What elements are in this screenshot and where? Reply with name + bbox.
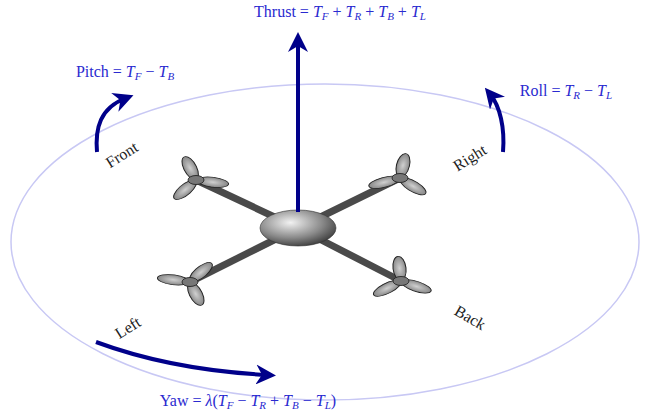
- direction-label: Left: [112, 314, 143, 342]
- yaw-arrow: [96, 342, 268, 375]
- frame: [156, 153, 433, 307]
- pitch-formula: Pitch = TF − TB: [76, 64, 174, 82]
- rotor-hub: [188, 176, 204, 185]
- rotor-hub: [393, 277, 409, 286]
- propeller: [370, 256, 433, 299]
- propeller: [170, 155, 230, 202]
- thrust-formula: Thrust = TF + TR + TB + TL: [254, 4, 426, 22]
- rotor-hub: [392, 174, 408, 183]
- body: [260, 210, 336, 246]
- direction-label: Back: [452, 303, 488, 333]
- rotation-plane: [11, 84, 639, 400]
- yaw-formula: Yaw = λ(TF − TR + TB − TL): [160, 393, 336, 411]
- roll-arrow: [490, 94, 503, 152]
- roll-formula: Roll = TR − TL: [520, 83, 612, 101]
- propeller: [156, 260, 216, 307]
- thrust-arrow: [296, 40, 300, 212]
- direction-label: Front: [103, 139, 141, 171]
- rotor-hub: [182, 278, 198, 287]
- propeller: [367, 153, 430, 198]
- direction-label: Right: [451, 142, 490, 174]
